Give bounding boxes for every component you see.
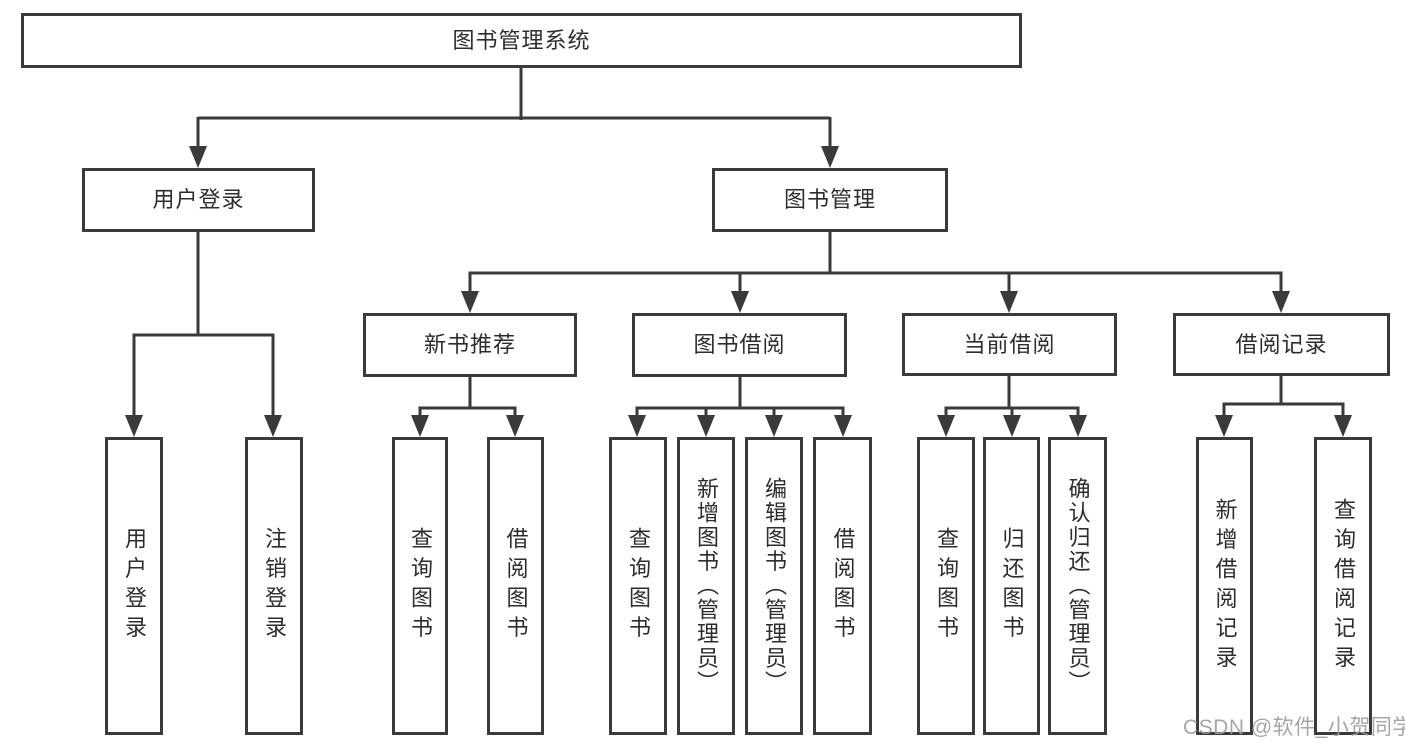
node-leaf-query-book-recommend: 查询图书 <box>392 437 448 735</box>
node-book-borrow: 图书借阅 <box>632 313 847 377</box>
node-leaf-borrow-book-recommend: 借阅图书 <box>487 437 544 735</box>
node-root-system: 图书管理系统 <box>21 13 1022 68</box>
node-current-borrow: 当前借阅 <box>902 313 1117 376</box>
node-user-login-module: 用户登录 <box>82 168 315 232</box>
arrowheads <box>125 146 1352 437</box>
node-leaf-edit-book-admin: 编辑图书（管理员） <box>745 437 803 735</box>
node-leaf-query-borrow-record: 查询借阅记录 <box>1314 437 1372 735</box>
node-book-management-module: 图书管理 <box>712 168 948 232</box>
node-leaf-user-login: 用户登录 <box>105 437 163 735</box>
node-leaf-add-borrow-record: 新增借阅记录 <box>1196 437 1253 735</box>
csdn-watermark: CSDN @软件_小贺同学 <box>1183 716 1405 739</box>
node-leaf-confirm-return-admin: 确认归还（管理员） <box>1048 437 1107 735</box>
node-leaf-query-book-current: 查询图书 <box>917 437 975 735</box>
node-leaf-logout: 注销登录 <box>245 437 303 735</box>
node-borrow-records: 借阅记录 <box>1173 313 1390 376</box>
node-new-book-recommend: 新书推荐 <box>363 313 577 377</box>
node-leaf-add-book-admin: 新增图书（管理员） <box>677 437 735 735</box>
node-leaf-return-book: 归还图书 <box>983 437 1040 735</box>
node-leaf-borrow-book: 借阅图书 <box>813 437 872 735</box>
node-leaf-query-book-borrow: 查询图书 <box>609 437 667 735</box>
